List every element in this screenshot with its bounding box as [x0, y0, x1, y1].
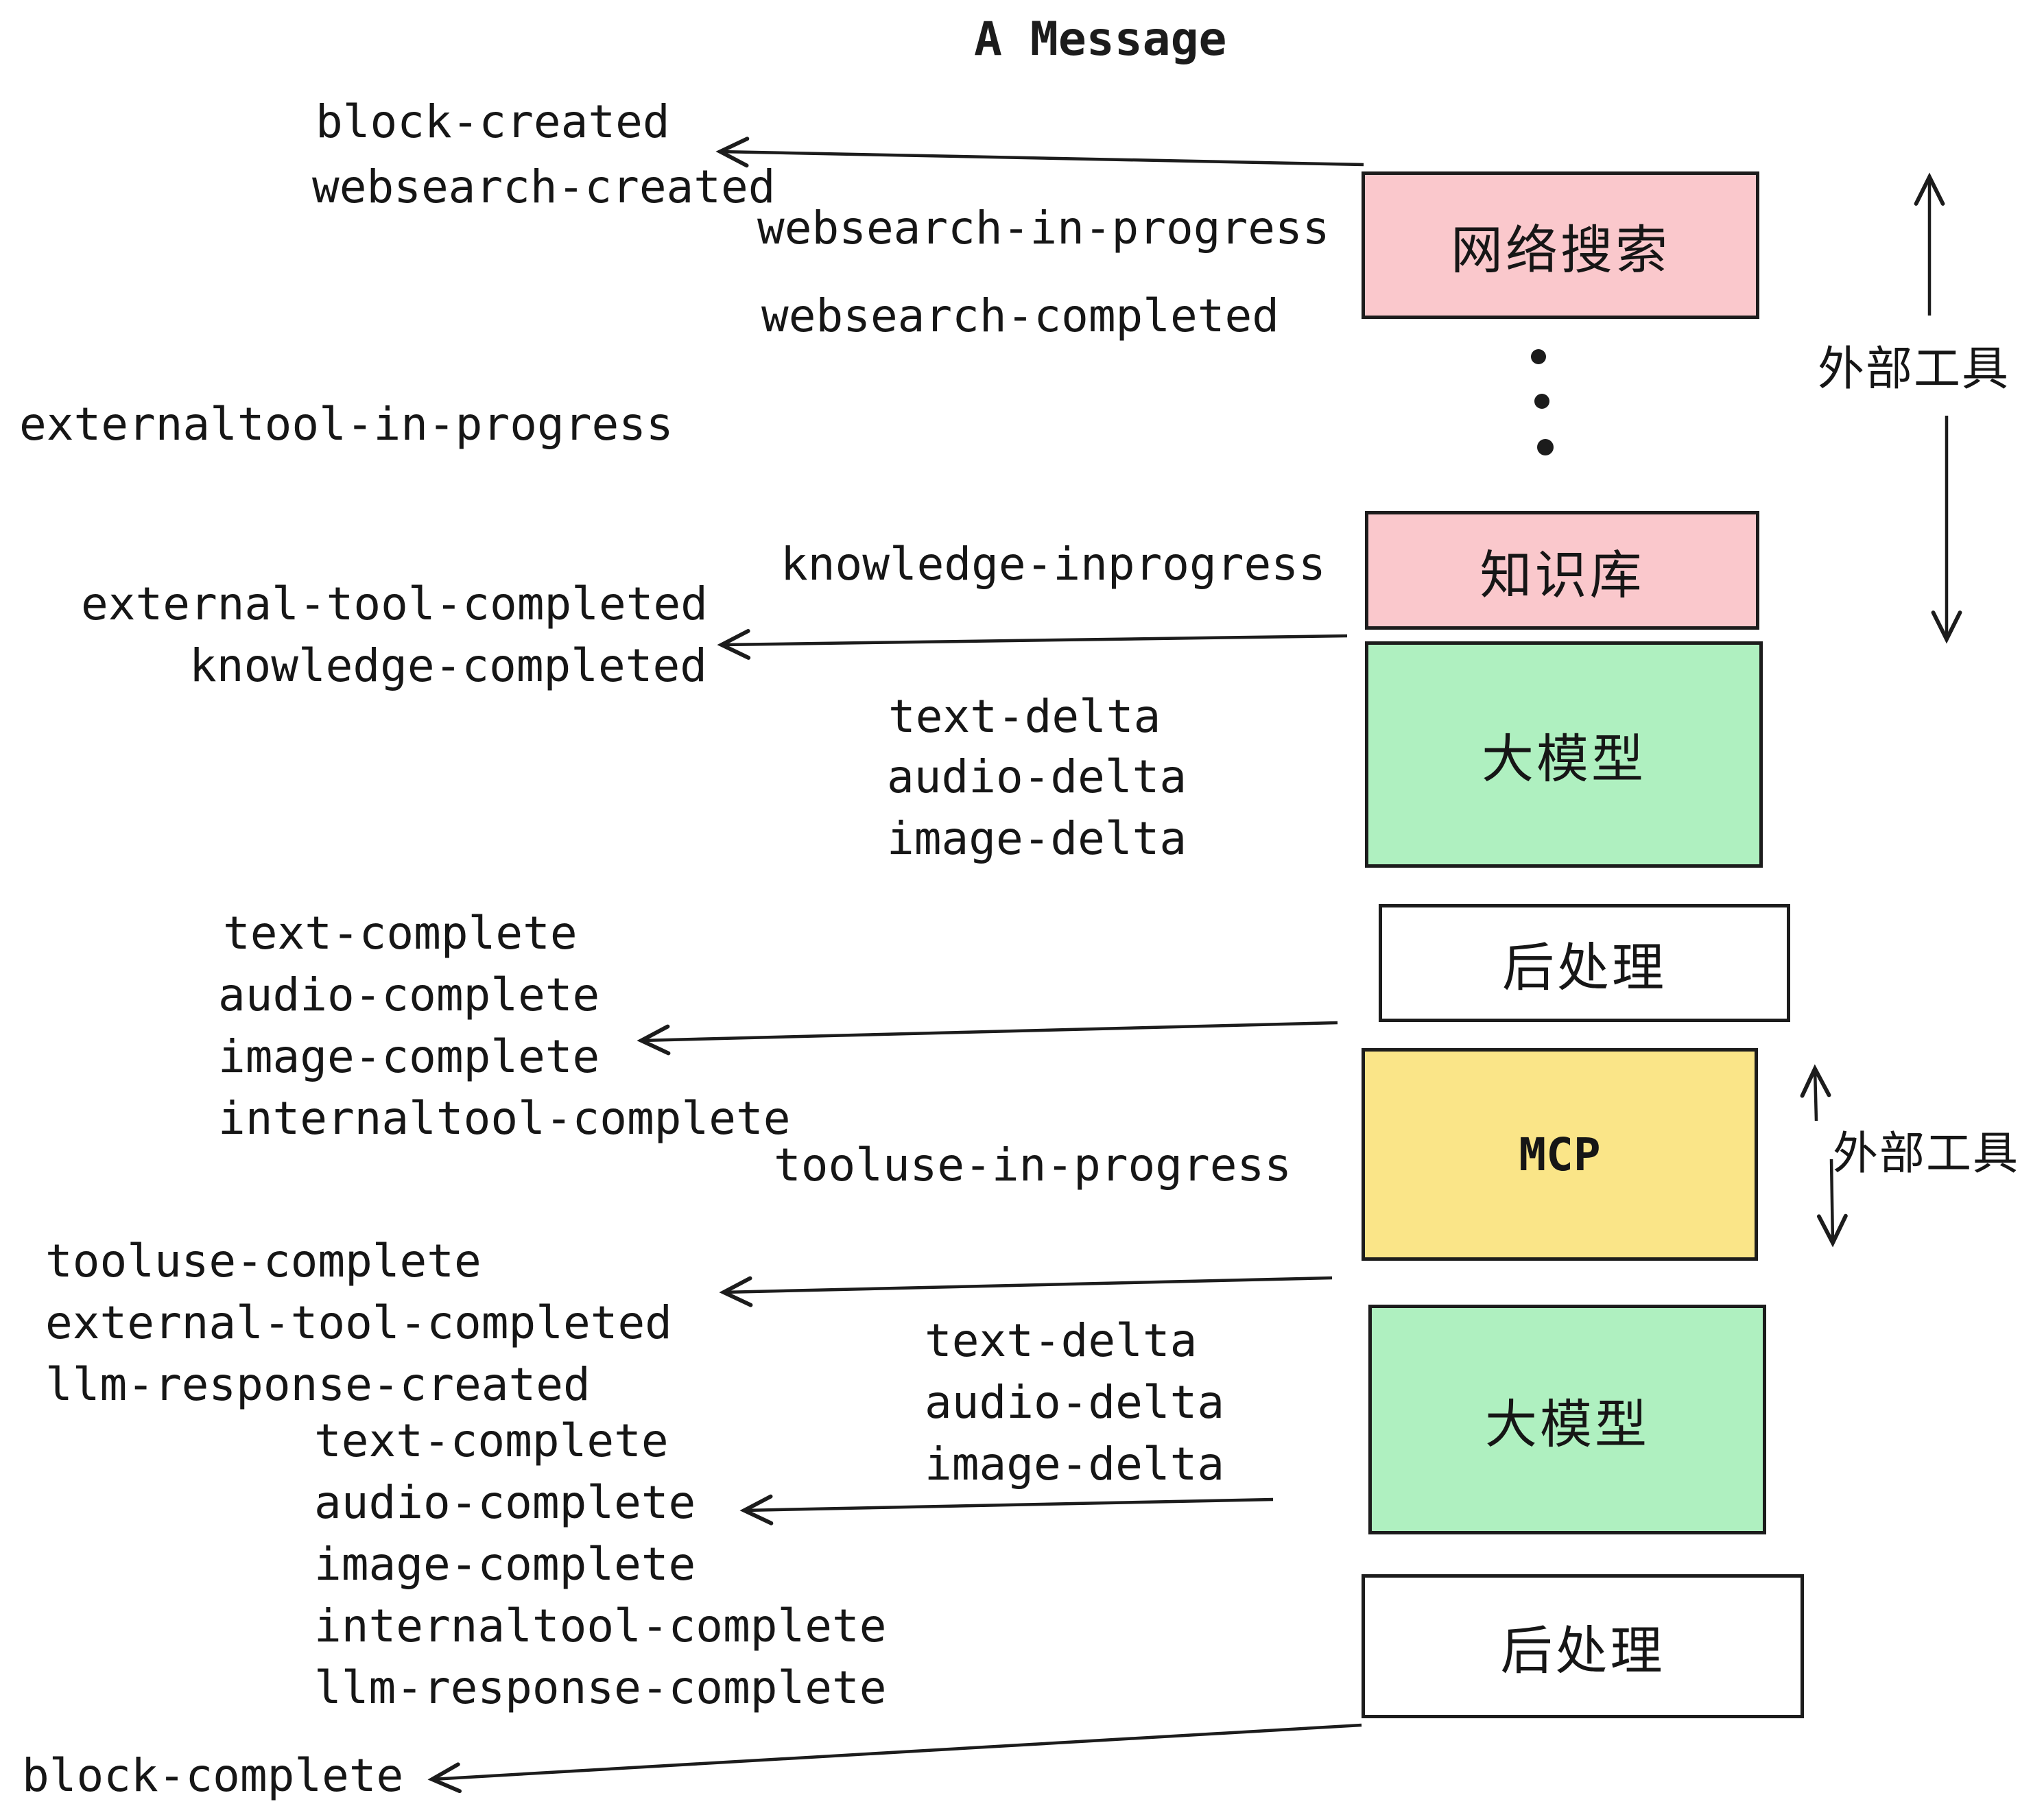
box-llm-1-label: 大模型: [1482, 728, 1646, 790]
event-internaltool-complete: internaltool-complete: [218, 1092, 791, 1145]
event-image-delta: image-delta: [887, 812, 1187, 865]
box-mcp: MCP: [1362, 1048, 1758, 1261]
ellipsis-dot-2: [1534, 394, 1549, 409]
box-postprocess-1-label: 后处理: [1502, 937, 1667, 998]
event-audio-complete: audio-complete: [218, 969, 600, 1021]
arrow-block-complete: [427, 1723, 1362, 1794]
event-text-complete-2: text-complete: [314, 1414, 669, 1467]
event-audio-complete-2: audio-complete: [314, 1476, 696, 1529]
event-image-complete-2: image-complete: [314, 1538, 696, 1591]
event-image-complete: image-complete: [218, 1030, 600, 1083]
box-postprocess-2-label: 后处理: [1500, 1620, 1665, 1681]
event-audio-delta: audio-delta: [887, 750, 1187, 803]
arrow-tooluse-complete: [719, 1276, 1333, 1307]
event-tooluse-in-progress: tooluse-in-progress: [774, 1139, 1292, 1191]
box-knowledge-label: 知识库: [1479, 544, 1645, 606]
event-llm-response-complete: llm-response-complete: [314, 1661, 887, 1714]
box-llm-2-label: 大模型: [1485, 1393, 1650, 1455]
event-image-delta-2: image-delta: [925, 1438, 1225, 1491]
external-tools-label-mid: 外部工具: [1833, 1127, 2019, 1180]
arrow-audio-complete: [739, 1494, 1274, 1526]
diagram-title: A Message: [974, 12, 1227, 67]
event-external-tool-completed: external-tool-completed: [81, 578, 708, 630]
arrow-image-complete: [637, 1021, 1338, 1056]
box-websearch: 网络搜索: [1362, 171, 1759, 319]
event-text-delta-2: text-delta: [925, 1314, 1198, 1367]
box-knowledge: 知识库: [1365, 511, 1759, 630]
event-knowledge-completed: knowledge-completed: [189, 639, 707, 692]
event-text-delta: text-delta: [888, 690, 1161, 743]
event-audio-delta-2: audio-delta: [925, 1376, 1225, 1429]
box-llm-2: 大模型: [1368, 1305, 1766, 1534]
ellipsis-dot-1: [1531, 349, 1546, 364]
ellipsis-dot-3: [1537, 439, 1554, 455]
box-llm-1: 大模型: [1365, 641, 1763, 868]
external-tools-mid-arrow-up: [1800, 1064, 1831, 1121]
arrow-websearch-created: [715, 137, 1364, 168]
arrow-knowledge-completed: [717, 629, 1348, 660]
external-tools-label-top: 外部工具: [1818, 342, 2010, 396]
event-block-created: block-created: [316, 95, 670, 148]
event-external-tool-completed-2: external-tool-completed: [45, 1296, 672, 1349]
event-block-complete: block-complete: [22, 1749, 404, 1802]
event-websearch-completed: websearch-completed: [761, 289, 1279, 342]
event-internaltool-complete-2: internaltool-complete: [314, 1600, 887, 1652]
event-text-complete: text-complete: [223, 907, 578, 960]
box-websearch-label: 网络搜索: [1451, 219, 1670, 281]
event-externaltool-in-progress: externaltool-in-progress: [19, 398, 674, 451]
event-websearch-created: websearch-created: [312, 161, 776, 213]
box-postprocess-1: 后处理: [1379, 904, 1790, 1022]
event-websearch-in-progress: websearch-in-progress: [757, 202, 1330, 254]
event-knowledge-inprogress: knowledge-inprogress: [781, 538, 1326, 591]
box-postprocess-2: 后处理: [1362, 1574, 1804, 1718]
event-tooluse-complete: tooluse-complete: [45, 1235, 482, 1287]
box-mcp-label: MCP: [1519, 1128, 1601, 1181]
event-llm-response-created: llm-response-created: [45, 1358, 591, 1411]
